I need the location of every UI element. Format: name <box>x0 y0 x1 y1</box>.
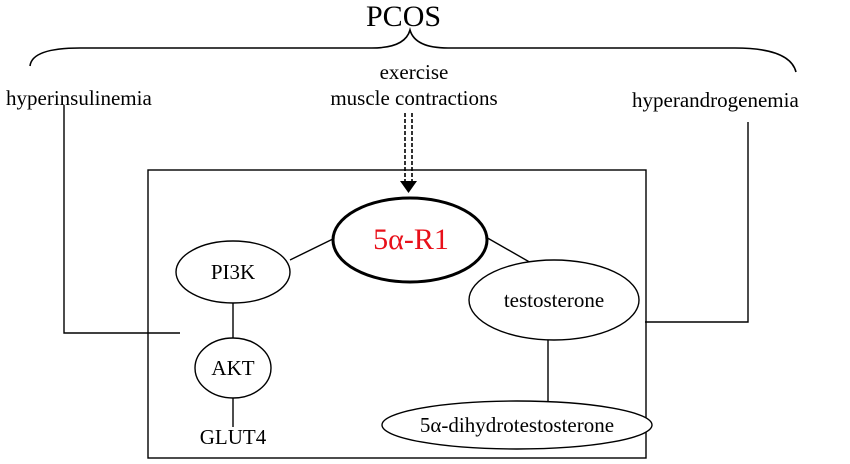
pcos-title: PCOS <box>366 0 442 33</box>
r1-pi3k-line <box>289 235 340 261</box>
testosterone-ellipse <box>468 259 640 341</box>
hyperinsulinemia-connector <box>63 105 180 334</box>
5a-r1-label: 5α-R1 <box>373 223 449 256</box>
hyperandrogenemia-connector <box>645 122 749 323</box>
akt-label: AKT <box>211 356 255 380</box>
hyperinsulinemia-label: hyperinsulinemia <box>6 86 152 110</box>
pi3k-label: PI3K <box>210 260 256 284</box>
exercise-arrow <box>400 113 417 193</box>
exercise-label: exercise <box>379 60 449 84</box>
muscle-cell-box <box>147 169 647 459</box>
glut4-label: GLUT4 <box>199 425 267 449</box>
pcos-brace <box>29 27 797 73</box>
pi3k-ellipse <box>175 240 291 304</box>
dht-label: 5α-dihydrotestosterone <box>419 413 615 437</box>
hyperandrogenemia-label: hyperandrogenemia <box>632 88 799 112</box>
5a-r1-ellipse <box>331 196 489 284</box>
muscle-contractions-label: muscle contractions <box>330 86 498 110</box>
testosterone-label: testosterone <box>503 288 605 312</box>
akt-ellipse <box>194 337 272 399</box>
dht-ellipse <box>381 400 653 450</box>
